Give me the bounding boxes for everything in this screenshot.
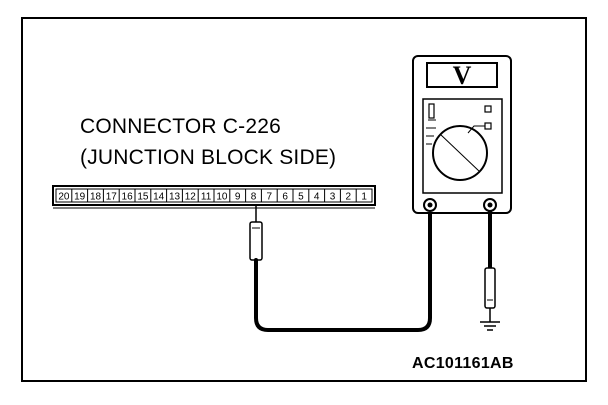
range-leader [467,125,485,134]
pin-17: 17 [106,192,118,203]
pin-4: 4 [314,192,320,203]
pin-20: 20 [58,192,70,203]
pin-15: 15 [137,192,149,203]
probe-lead [249,205,432,332]
dial-pointer [439,133,481,173]
range-mark-small [484,105,492,113]
meter-unit-symbol: V [452,61,472,90]
pin-1: 1 [361,192,367,203]
pin-16: 16 [122,192,134,203]
pin-2: 2 [346,192,352,203]
pin-11: 11 [201,192,212,203]
test-lead-to-meter [254,208,432,332]
voltmeter [412,55,512,214]
pin-3: 3 [330,192,336,203]
pin-14: 14 [153,192,165,203]
pin-10: 10 [216,192,228,203]
pin-9: 9 [235,192,241,203]
jack-center [487,202,493,208]
pin-7: 7 [267,192,273,203]
jack-center [427,202,433,208]
pin-6: 6 [282,192,288,203]
figure-frame [21,17,587,382]
pin-19: 19 [74,192,86,203]
pin-18: 18 [90,192,102,203]
figure-code: AC101161AB [412,355,514,372]
ground-lead [480,211,500,331]
connector-label-line-1: CONNECTOR C-226 [80,115,281,138]
pin-13: 13 [169,192,181,203]
meter-display [426,62,498,88]
connector-outline [52,185,376,206]
pin-5: 5 [298,192,304,203]
pin-12: 12 [185,192,197,203]
ground-probe-handle [484,267,496,309]
range-mark-v [428,103,435,119]
connector-label-line-2: (JUNCTION BLOCK SIDE) [80,146,337,169]
meter-dial-panel [422,98,503,194]
pin-8: 8 [251,192,257,203]
